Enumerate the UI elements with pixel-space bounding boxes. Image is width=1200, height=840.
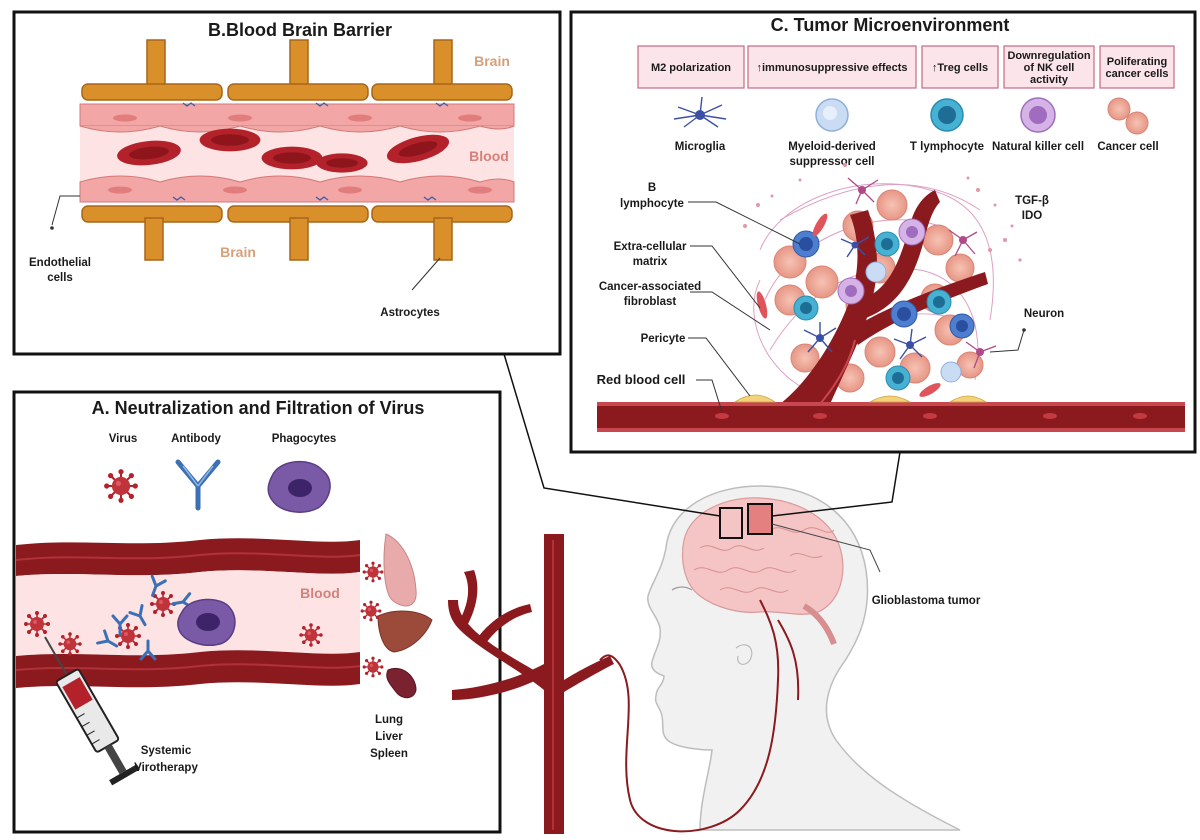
- endothelial-callout-dot: [50, 226, 54, 230]
- effect-tag-text-3-2: activity: [1030, 74, 1069, 86]
- panel-a-title: A. Neutralization and Filtration of Viru…: [92, 398, 425, 418]
- cell-legend-label-3-0: Natural killer cell: [992, 141, 1084, 153]
- panel-c-callouts: [688, 201, 1025, 413]
- astrocyte-feet-bottom: [81, 205, 513, 261]
- astrocytes-callout-line: [411, 257, 441, 291]
- endothelial-label-1: Endothelial: [29, 257, 91, 269]
- ecm-label-2: matrix: [633, 256, 668, 268]
- fibroblast-cells: [756, 213, 941, 397]
- ecm-label-1: Extra-cellular: [614, 241, 687, 253]
- therapy-label-2: Virotherapy: [134, 762, 198, 774]
- pericytes: [733, 394, 988, 403]
- mdsc-icon: [815, 98, 849, 132]
- panel-blood-brain-barrier: B.Blood Brain Barrier Brain: [12, 10, 562, 356]
- head-arteries: [599, 599, 800, 833]
- cytokine-dots: [743, 163, 1022, 262]
- lung-icon: [383, 533, 417, 607]
- effect-tag-text-4-0: Poliferating: [1107, 56, 1168, 68]
- organ-label-spleen: Spleen: [370, 748, 408, 760]
- neuron-bodies: [858, 186, 984, 356]
- microglia-cells: [803, 236, 927, 360]
- caf-label-2: fibroblast: [624, 296, 677, 308]
- astrocytes-label: Astrocytes: [380, 307, 439, 319]
- nk-cell-icon: [1020, 97, 1056, 133]
- antibody-icon: [175, 459, 221, 511]
- cell-legend-label-0-0: Microglia: [675, 141, 726, 153]
- glioblastoma-callout-line: [771, 523, 881, 573]
- effect-tag-4: [1099, 45, 1175, 89]
- organ-label-lung: Lung: [375, 714, 403, 726]
- panel-c-title: C. Tumor Microenvironment: [771, 15, 1010, 35]
- red-blood-cell-label: Red blood cell: [597, 372, 686, 387]
- blood-label-vessel: Blood: [300, 585, 340, 601]
- phagocyte-in-blood: [177, 598, 236, 646]
- zoom-connector-lines: [503, 353, 901, 517]
- pericyte-label: Pericyte: [641, 333, 686, 345]
- cell-legend-label-4-0: Cancer cell: [1097, 141, 1158, 153]
- caf-label-1: Cancer-associated: [599, 281, 701, 293]
- effect-tag-0: [637, 45, 745, 89]
- endothelial-layer-top: [79, 103, 515, 133]
- head-illustration: [647, 485, 961, 831]
- phagocytes-legend-label: Phagocytes: [272, 433, 337, 445]
- b-lymphocyte-label-2: lymphocyte: [620, 198, 684, 210]
- effect-tag-text-2-0: ↑Treg cells: [932, 62, 988, 74]
- blood-label-bbb: Blood: [469, 148, 509, 164]
- organ-label-liver: Liver: [375, 731, 403, 743]
- ido-label: IDO: [1022, 210, 1043, 222]
- virus-legend-label: Virus: [109, 433, 138, 445]
- phagocyte-icon: [267, 460, 331, 513]
- cancer-cell-icon: [1107, 97, 1149, 135]
- effect-tag-text-0-0: M2 polarization: [651, 62, 731, 74]
- effect-tag-text-3-0: Downregulation: [1007, 50, 1090, 62]
- brain-label-bottom: Brain: [220, 244, 256, 260]
- cell-legend-label-1-1: suppressor cell: [789, 156, 874, 168]
- panel-b-title: B.Blood Brain Barrier: [208, 20, 392, 40]
- effect-tag-3: [1003, 45, 1095, 89]
- panel-c-callout-dots: [1022, 328, 1026, 332]
- effect-tag-1: [747, 45, 917, 89]
- immune-cells: [792, 218, 975, 391]
- main-artery: [448, 534, 614, 834]
- t-lymphocyte-icon: [930, 98, 964, 132]
- effect-tags: M2 polarization ↑immunosuppressive effect…: [637, 45, 1175, 89]
- main-blood-vessel: [597, 394, 1185, 432]
- endothelial-label-2: cells: [47, 272, 73, 284]
- cell-legend-label-1-0: Myeloid-derived: [788, 141, 876, 153]
- effect-tag-2: [921, 45, 999, 89]
- antibody-legend-label: Antibody: [171, 433, 221, 445]
- microglia-icon: [673, 96, 727, 128]
- effect-tag-text-3-1: of NK cell: [1024, 62, 1075, 74]
- astrocyte-feet-top: [81, 39, 513, 101]
- effect-tag-text-4-1: cancer cells: [1106, 68, 1169, 80]
- cell-legend-label-2-0: T lymphocyte: [910, 141, 984, 153]
- tumor-scene: [597, 163, 1185, 432]
- glioblastoma-label: Glioblastoma tumor: [872, 595, 981, 607]
- spleen-icon: [386, 668, 417, 699]
- brain-label-top: Brain: [474, 53, 510, 69]
- panel-a-blood-vessel: [15, 538, 361, 688]
- cell-legend: Microglia Myeloid-derived suppressor cell T…: [673, 96, 1159, 168]
- endothelial-callout-line: [51, 195, 80, 226]
- syringe-icon: [44, 636, 140, 786]
- tight-junctions: [172, 102, 449, 201]
- neuron-label: Neuron: [1024, 308, 1064, 320]
- panel-neutralization-filtration: A. Neutralization and Filtration of Viru…: [12, 390, 502, 834]
- neuron-cells: [847, 177, 997, 369]
- therapy-label-1: Systemic: [141, 745, 192, 757]
- panel-tumor-microenvironment: C. Tumor Microenvironment M2 polarizatio…: [569, 10, 1197, 454]
- b-lymphocyte-label-1: B: [648, 182, 656, 194]
- endothelial-layer-bottom: [79, 175, 515, 203]
- liver-icon: [377, 610, 433, 653]
- effect-tag-text-1-0: ↑immunosuppressive effects: [757, 62, 908, 74]
- virus-icon: [103, 468, 139, 504]
- microglia-bodies: [816, 241, 914, 349]
- tgf-beta-label: TGF-β: [1015, 195, 1049, 207]
